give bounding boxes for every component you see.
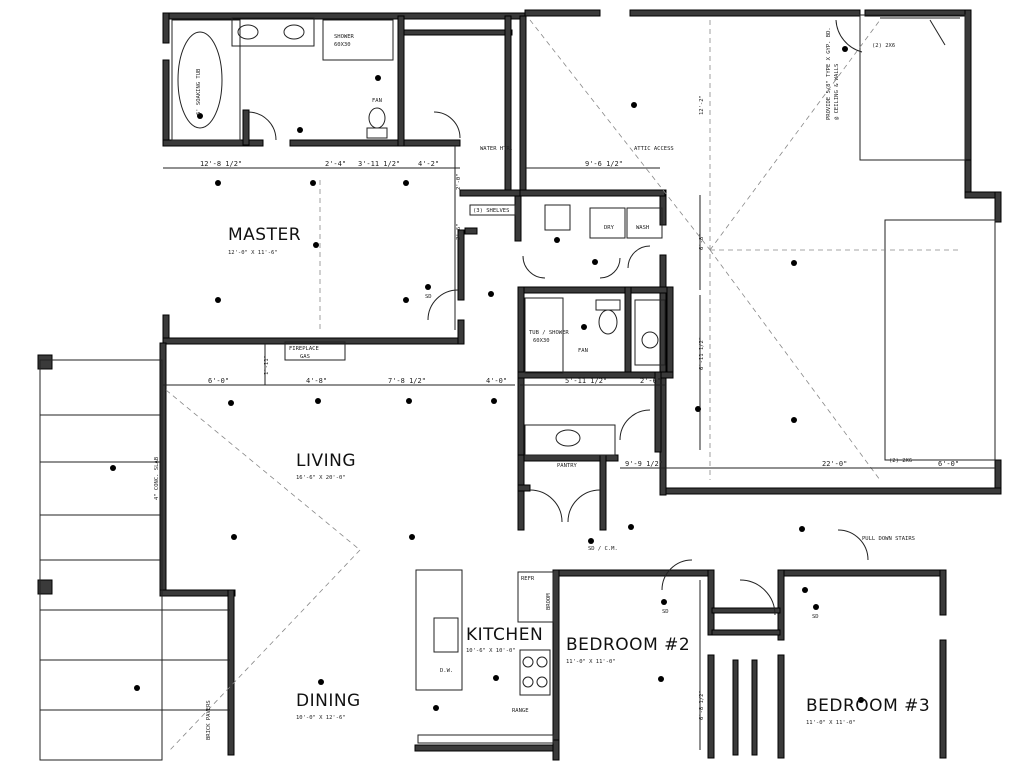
note-water-heater: WATER HTR. <box>480 146 513 152</box>
note-pantry: PANTRY <box>557 463 578 469</box>
dim-bath-top2: 2'-6" <box>640 377 661 385</box>
note-fireplace-sub: GAS <box>300 354 310 360</box>
dim-master-top-mid2: 3'-11 1/2" <box>358 160 400 168</box>
dim-garage-bottom1: 22'-0" <box>822 460 847 468</box>
rotated-notes: 6' SOAKING TUB PROVIDE 5/8" TYPE X GYP. … <box>154 27 840 740</box>
room-size-kitchen: 10'-6" X 10'-0" <box>466 648 516 654</box>
room-name-bedroom3: BEDROOM #3 <box>806 696 930 716</box>
porch-slab <box>39 359 230 761</box>
room-size-bedroom2: 11'-0" X 11'-0" <box>566 659 616 665</box>
note-dw: D.W. <box>440 668 453 674</box>
ceiling-lines <box>165 19 960 751</box>
note-sd-cm: SD / C.M. <box>588 546 618 552</box>
room-name-kitchen: KITCHEN <box>466 625 543 645</box>
note-tub: TUB / SHOWER <box>529 330 569 336</box>
walls <box>37 9 1002 761</box>
note-shower: SHOWER <box>334 34 355 40</box>
dim-garage-side: 12'-2" <box>699 95 705 115</box>
dim-fireplace-side: 1'-11" <box>264 355 270 375</box>
room-name-living: LIVING <box>296 451 356 471</box>
room-name-dining: DINING <box>296 691 361 711</box>
note-header-2x6-b: (2) 2X6 <box>889 458 912 464</box>
dimension-lines <box>163 145 995 750</box>
dim-bath-side: 6'-11 1/2" <box>699 337 705 370</box>
room-size-bedroom3: 11'-0" X 11'-0" <box>806 720 856 726</box>
room-name-bedroom2: BEDROOM #2 <box>566 635 690 655</box>
room-name-master: MASTER <box>228 225 301 245</box>
dim-master-side1: 2'-6" <box>456 223 462 240</box>
dim-laundry-side: 6'-8" <box>699 233 705 250</box>
note-garage-2: @ CEILING & WALLS <box>834 64 840 120</box>
dim-garage-bottom2: 6'-0" <box>938 460 959 468</box>
dim-master-side2: 2'-0" <box>456 173 462 190</box>
note-fireplace: FIREPLACE <box>289 346 319 352</box>
note-tub-sub: 60X30 <box>533 338 550 344</box>
note-stairs: PULL DOWN STAIRS <box>862 536 915 542</box>
dim-living-top3: 7'-8 1/2" <box>388 377 426 385</box>
light-fixtures <box>110 46 864 711</box>
dim-living-top4: 4'-0" <box>486 377 507 385</box>
room-size-master: 12'-0" X 11'-6" <box>228 250 278 256</box>
note-fan-bath: FAN <box>578 348 588 354</box>
dim-master-top-mid3: 4'-2" <box>418 160 439 168</box>
dim-bed-side: 6'-8 1/2" <box>699 690 705 720</box>
note-refr: REFR <box>521 576 535 582</box>
note-garage-1: PROVIDE 5/8" TYPE X GYP. BD. <box>826 27 832 120</box>
note-dry: DRY <box>604 225 615 231</box>
room-size-dining: 10'-0" X 12'-6" <box>296 715 346 721</box>
note-porch: 4" CONC. SLAB <box>154 456 160 500</box>
note-sd-bed2: SD <box>662 609 669 615</box>
note-whirlpool: 6' SOAKING TUB <box>196 68 202 115</box>
dim-master-top-left: 12'-8 1/2" <box>200 160 242 168</box>
fixtures <box>171 17 869 744</box>
notes: (3) SHELVES FIREPLACE GAS SHOWER 60X30 T… <box>289 34 915 714</box>
note-sd-master: SD <box>425 294 432 300</box>
note-shower-sub: 60X30 <box>334 42 351 48</box>
dimension-labels: 12'-8 1/2" 2'-4" 3'-11 1/2" 4'-2" 9'-6 1… <box>200 160 959 468</box>
note-porch-2: BRICK PAVERS <box>206 700 212 740</box>
note-broom: BROOM <box>546 593 552 610</box>
note-shelves: (3) SHELVES <box>473 208 509 214</box>
note-fan: FAN <box>372 98 382 104</box>
dim-living-top2: 4'-8" <box>306 377 327 385</box>
room-size-living: 16'-6" X 20'-0" <box>296 475 346 481</box>
note-attic: ATTIC ACCESS <box>634 146 674 152</box>
dim-bath-top1: 5'-11 1/2" <box>565 377 607 385</box>
dim-hall-right: 9'-9 1/2" <box>625 460 663 468</box>
note-header-2x6: (2) 2X6 <box>872 43 895 49</box>
dim-laundry-top: 9'-6 1/2" <box>585 160 623 168</box>
room-labels: MASTER 12'-0" X 11'-6" LIVING 16'-6" X 2… <box>228 225 930 726</box>
dim-living-top1: 6'-0" <box>208 377 229 385</box>
note-wash: WASH <box>636 225 649 231</box>
note-range: RANGE <box>512 708 529 714</box>
note-sd-bed3: SD <box>812 614 819 620</box>
dim-master-top-mid1: 2'-4" <box>325 160 346 168</box>
